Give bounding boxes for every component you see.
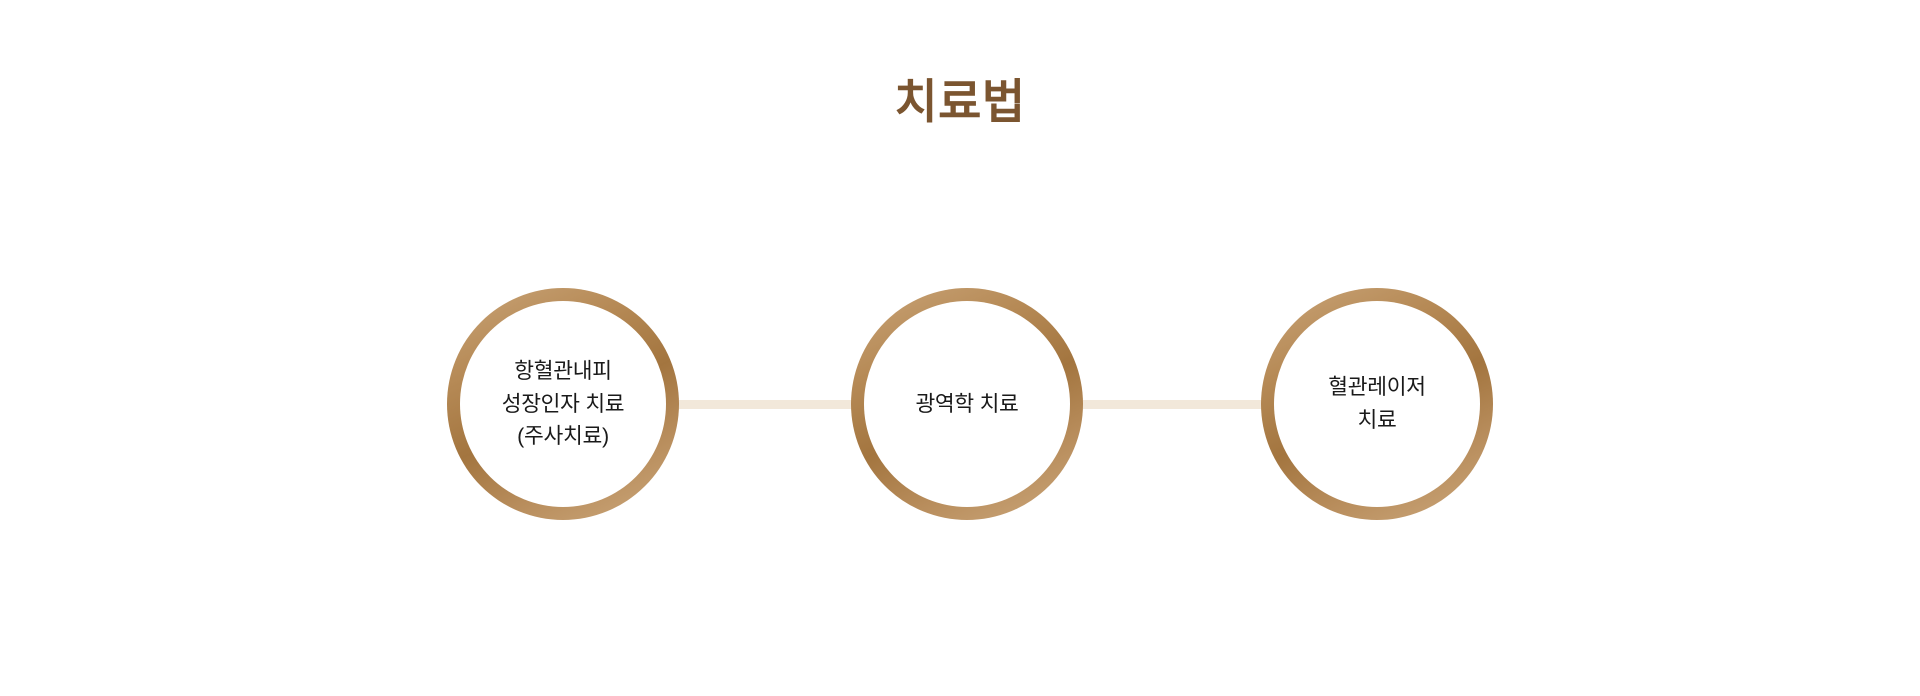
diagram-node-photodynamic[interactable]: 광역학 치료 bbox=[851, 288, 1083, 520]
connector-node1-node2 bbox=[660, 400, 870, 409]
diagram-node-anti-vegf[interactable]: 항혈관내피 성장인자 치료 (주사치료) bbox=[447, 288, 679, 520]
diagram-node-label: 혈관레이저 치료 bbox=[1328, 375, 1426, 432]
diagram-node-label: 항혈관내피 성장인자 치료 (주사치료) bbox=[501, 358, 625, 449]
diagram-node-vascular-laser[interactable]: 혈관레이저 치료 bbox=[1261, 288, 1493, 520]
page-title: 치료법 bbox=[894, 75, 1026, 128]
treatment-flow-diagram: 항혈관내피 성장인자 치료 (주사치료) 광역학 치료 혈관레이저 치료 bbox=[0, 288, 1920, 524]
connector-node2-node3 bbox=[1065, 400, 1277, 409]
diagram-node-label: 광역학 치료 bbox=[915, 391, 1019, 416]
